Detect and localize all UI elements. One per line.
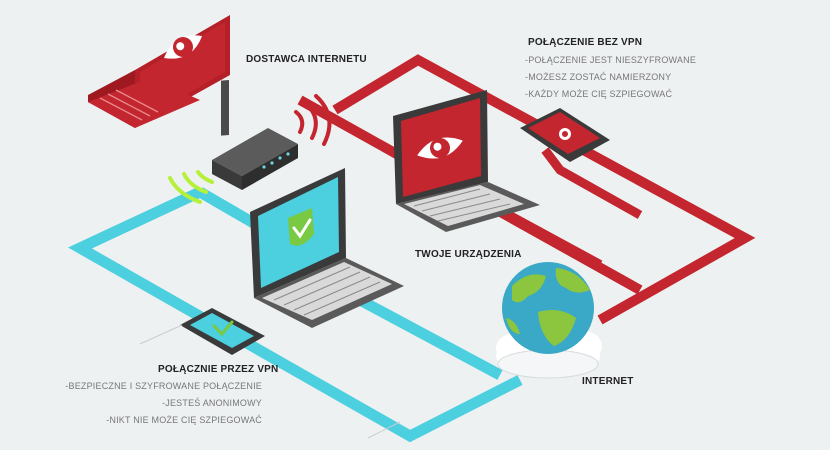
eye-icon [417, 137, 463, 159]
wifi-signal-icon [168, 170, 214, 204]
no-vpn-point: -MOŻESZ ZOSTAĆ NAMIERZONY [525, 72, 672, 82]
red-phone [520, 108, 610, 162]
isp-label: DOSTAWCA INTERNETU [246, 54, 367, 65]
safe-laptop [250, 168, 404, 328]
internet-label: INTERNET [582, 376, 634, 387]
eye-icon [163, 35, 203, 59]
red-laptop [393, 90, 540, 232]
vpn-points: -BEZPIECZNE I SZYFROWANE POŁĄCZENIE -JES… [65, 378, 262, 429]
no-vpn-title: POŁĄCZENIE BEZ VPN [528, 37, 643, 48]
shield-check-icon [288, 208, 314, 246]
vpn-point: -NIKT NIE MOŻE CIĘ SZPIEGOWAĆ [106, 415, 262, 425]
wifi-signal-icon [294, 94, 332, 146]
vpn-point: -BEZPIECZNE I SZYFROWANE POŁĄCZENIE [65, 381, 262, 391]
callout-lines [139, 324, 401, 439]
router-icon [212, 79, 298, 190]
safe-path-laptop [342, 287, 503, 380]
safe-phone [180, 308, 265, 355]
cloud-icon [496, 330, 602, 379]
unsafe-path-phone [541, 147, 643, 219]
vpn-point: -JESTEŚ ANONIMOWY [162, 398, 262, 408]
unsafe-path-laptop [492, 203, 603, 270]
no-vpn-point: -POŁĄCZENIE JEST NIESZYFROWANE [525, 55, 697, 65]
globe-icon [496, 262, 602, 379]
vpn-title: POŁĄCZNIE PRZEZ VPN [158, 364, 279, 375]
isp-computer [88, 15, 230, 128]
no-vpn-point: -KAŻDY MOŻE CIĘ SZPIEGOWAĆ [525, 89, 673, 99]
devices-label: TWOJE URZĄDZENIA [415, 249, 522, 260]
